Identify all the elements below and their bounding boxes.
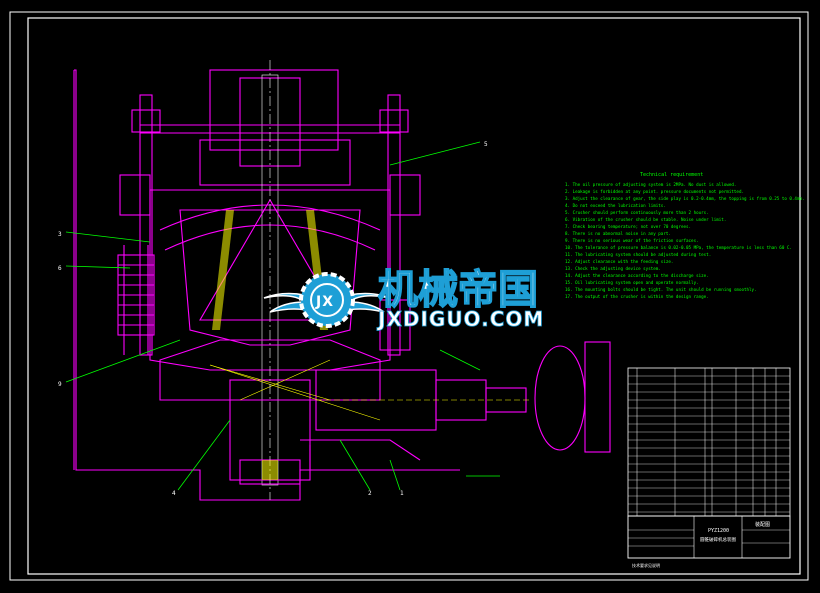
tech-req-line: 1. The oil pressure of adjusting system … (565, 182, 736, 187)
leader-label: 3 (58, 231, 62, 238)
tech-req-line: 9. There is no serious wear of the frict… (565, 238, 699, 243)
bottom-note: 技术要求见说明 (632, 562, 660, 568)
leader-label: 1 (400, 490, 404, 497)
tech-req-line: 17. The output of the crusher is within … (565, 294, 709, 299)
tech-req-line: 16. The mounting bolts should be tight. … (565, 287, 757, 292)
tech-req-line: 8. There is no abnormal noise in any par… (565, 231, 671, 236)
watermark-badge-text: JX (315, 294, 334, 310)
tech-req-title: Technical requirement (640, 172, 703, 178)
tech-req-line: 13. Check the adjusting device system. (565, 266, 661, 271)
drawing-type-label: 装配图 (755, 521, 770, 528)
drive-pulley (534, 345, 586, 451)
tech-req-line: 5. Crusher should perform continuously m… (565, 210, 709, 215)
housing-outline (74, 69, 316, 501)
outer-frame (9, 11, 809, 581)
inner-frame (27, 17, 801, 575)
leader-label: 4 (172, 490, 176, 497)
tech-req-line: 6. Vibration of the crusher should be st… (565, 217, 726, 222)
leader-label-group: 1 2 3 4 5 6 9 (58, 141, 488, 497)
tech-req-line: 4. Do not exceed the lubrication limits. (565, 203, 666, 208)
spring-stack (117, 245, 155, 355)
leader-lines (65, 141, 500, 491)
drawing-name: PYZ1200 (708, 528, 729, 534)
leader-label: 2 (368, 490, 372, 497)
watermark-logo: JX 机械帝国 JXDIGUO.COM (263, 266, 544, 331)
technical-requirements: Technical requirement 1. The oil pressur… (565, 172, 805, 299)
watermark-english: JXDIGUO.COM (376, 307, 544, 331)
tech-req-line: 10. The tolerance of pressure balance is… (565, 245, 792, 250)
tech-req-line: 7. Check bearing temperature; not over 7… (565, 224, 691, 229)
tech-req-line: 11. The lubricating system should be adj… (565, 252, 711, 257)
leader-label: 9 (58, 381, 62, 388)
drawing-subtitle: 圆锥破碎机总装图 (700, 536, 736, 543)
leader-label: 5 (484, 141, 488, 148)
tech-req-line: 2. Leakage is forbidden at any point. pr… (565, 189, 744, 194)
parts-list-table (627, 367, 791, 517)
leader-label: 6 (58, 265, 62, 272)
tech-req-line: 12. Adjust clearance with the feeding si… (565, 259, 673, 264)
title-block: PYZ1200 圆锥破碎机总装图 装配图 技术要求见说明 (627, 515, 791, 568)
tech-req-line: 14. Adjust the clearance according to th… (565, 273, 709, 278)
tech-req-line: 3. Adjust the clearance of gear, the sid… (565, 196, 805, 201)
watermark-chinese: 机械帝国 (378, 267, 538, 313)
centerlines (209, 60, 530, 500)
tech-req-line: 15. Oil lubricating system open and oper… (565, 280, 699, 285)
